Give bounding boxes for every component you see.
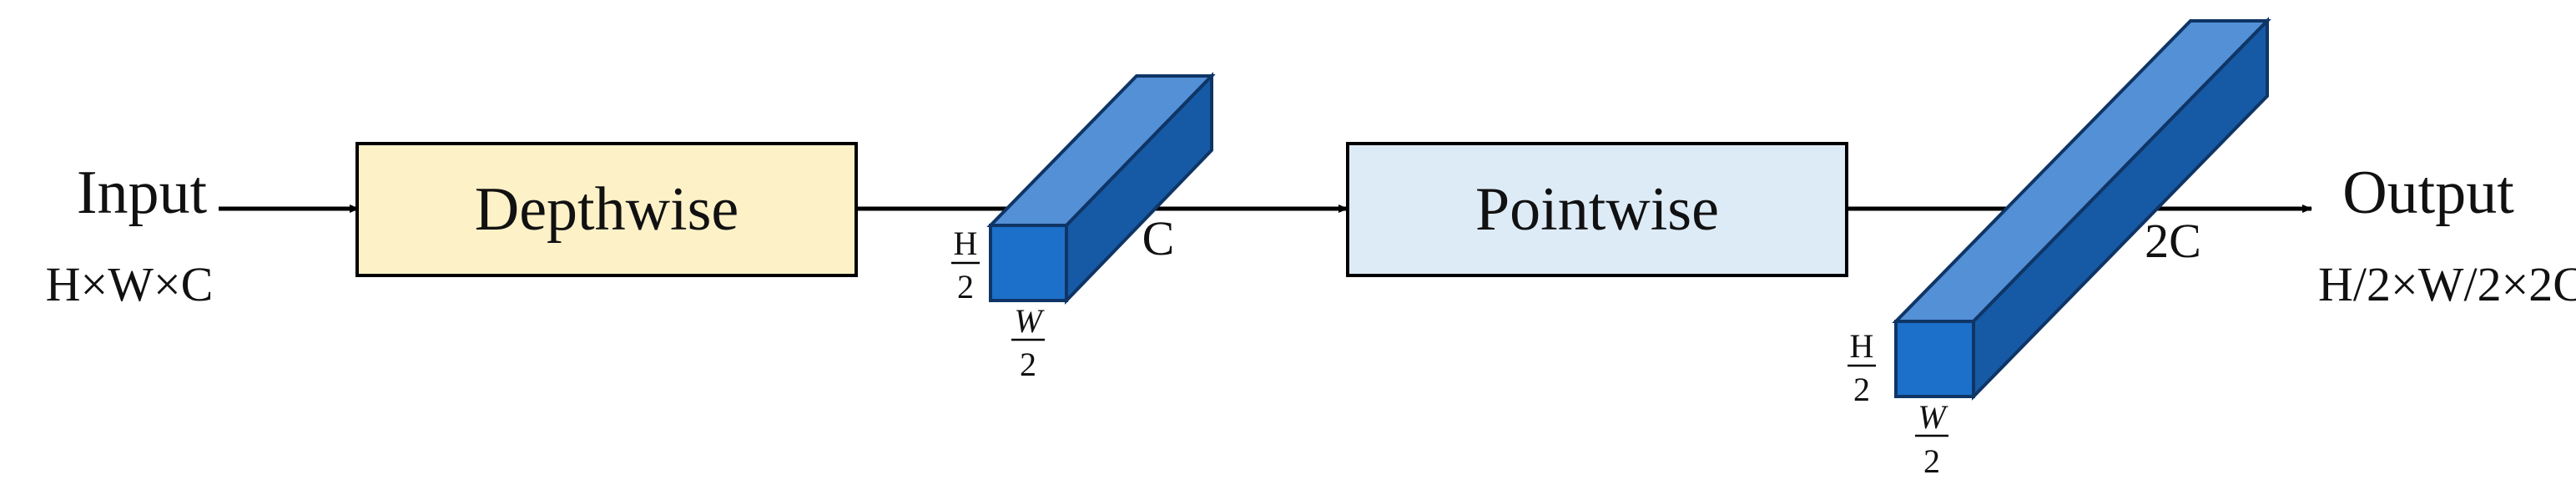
tensor1-height-num: H <box>954 225 978 262</box>
tensor1-height-den: 2 <box>957 268 974 306</box>
input-label: Input <box>77 159 208 227</box>
tensor1-width-num: W <box>1014 302 1045 340</box>
output-label: Output <box>2342 159 2514 227</box>
tensor2-width-den: 2 <box>1923 442 1940 480</box>
tensor2-height-num: H <box>1850 327 1874 365</box>
tensor1-width-den: 2 <box>1020 346 1036 383</box>
tensor2-front-face <box>1894 320 1975 398</box>
pointwise-box <box>1346 142 1848 277</box>
tensor2-channels: 2C <box>2145 214 2201 268</box>
pointwise-label: Pointwise <box>1475 175 1719 244</box>
tensor-cube-2 <box>1892 17 2271 401</box>
tensor2-width-num: W <box>1918 398 1948 436</box>
output-shape: H/2×W/2×2C <box>2318 257 2576 311</box>
tensor-cube-1 <box>986 72 1216 305</box>
input-shape: H×W×C <box>46 257 214 311</box>
tensor2-height-den: 2 <box>1853 371 1870 408</box>
tensor1-front-face <box>989 224 1068 302</box>
depthwise-label: Depthwise <box>475 175 739 244</box>
tensor1-channels: C <box>1142 211 1175 265</box>
